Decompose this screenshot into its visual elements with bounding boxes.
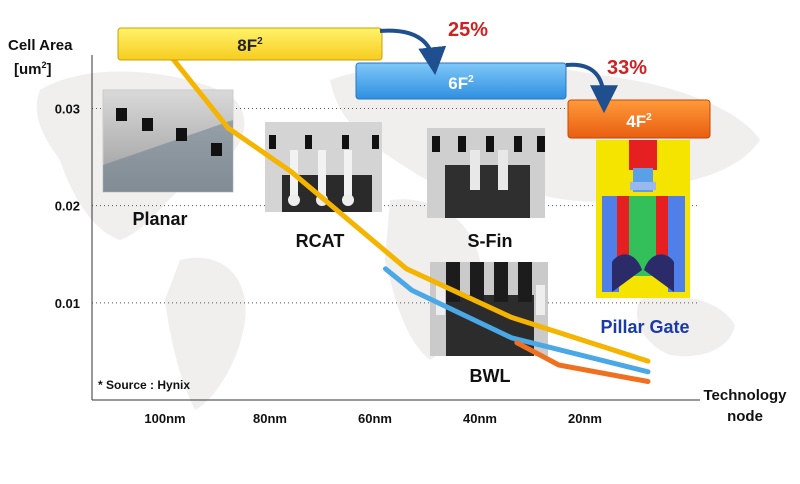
x-tick-label: 100nm bbox=[144, 411, 185, 426]
x-tick-label: 60nm bbox=[358, 411, 392, 426]
series-line-2 bbox=[383, 266, 651, 375]
y-axis-unit: [um2] bbox=[14, 60, 52, 78]
x-tick-label: 40nm bbox=[463, 411, 497, 426]
x-axis-title-line2: node bbox=[727, 408, 763, 425]
grid-lines bbox=[92, 107, 700, 304]
cell-bar-8f2-label: 8F2 bbox=[237, 36, 263, 55]
cell-bar-8f2 bbox=[117, 27, 383, 61]
series-line-1 bbox=[157, 39, 651, 364]
reduction-label-33: 33% bbox=[607, 57, 647, 79]
arrow-6f2-to-4f2 bbox=[565, 62, 618, 114]
structure-label-pillar-gate: Pillar Gate bbox=[600, 317, 689, 337]
tick-labels: 0.03 0.02 0.01 100nm 80nm 60nm 40nm 20nm bbox=[55, 101, 602, 426]
cell-bar-6f2-label: 6F2 bbox=[448, 74, 474, 93]
y-tick-label: 0.01 bbox=[55, 296, 80, 311]
x-tick-label: 20nm bbox=[568, 411, 602, 426]
structure-label-s-fin: S-Fin bbox=[468, 231, 513, 251]
pillar-gate-simulation bbox=[596, 140, 690, 298]
reduction-label-25: 25% bbox=[448, 19, 488, 41]
arrow-8f2-to-6f2 bbox=[379, 28, 447, 76]
s-fin-micrograph bbox=[427, 128, 545, 218]
series-lines bbox=[157, 39, 651, 384]
x-tick-label: 80nm bbox=[253, 411, 287, 426]
y-tick-label: 0.02 bbox=[55, 199, 80, 214]
series-line-3 bbox=[514, 340, 651, 384]
x-axis-title-line1: Technology bbox=[703, 387, 787, 404]
y-tick-label: 0.03 bbox=[55, 101, 80, 116]
y-axis-title: Cell Area bbox=[8, 37, 73, 54]
structure-label-rcat: RCAT bbox=[296, 231, 345, 251]
cell-bar-4f2-label: 4F2 bbox=[626, 112, 652, 131]
source-note: * Source : Hynix bbox=[98, 378, 190, 392]
planar-micrograph bbox=[102, 89, 234, 193]
axes bbox=[91, 55, 700, 401]
cell-bar-6f2 bbox=[355, 62, 567, 100]
structure-label-planar: Planar bbox=[132, 209, 187, 229]
structure-label-bwl: BWL bbox=[470, 366, 511, 386]
